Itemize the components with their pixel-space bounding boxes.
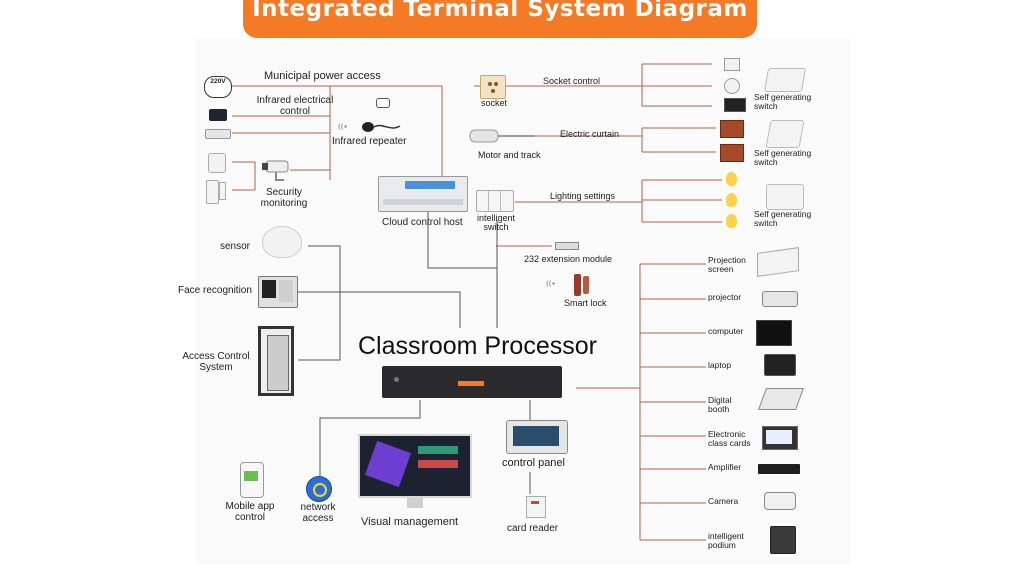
title-banner [243,0,757,38]
label-security-monitoring: Security monitoring [260,187,308,209]
label-infrared-repeater: Infrared repeater [332,136,407,147]
label-face-recognition: Face recognition [178,285,252,296]
self-generating-switch-2-icon [765,120,805,148]
self-generating-switch-3-icon [766,184,804,210]
amplifier-icon [758,464,800,474]
label-network-access: network access [300,502,336,524]
network-access-icon [306,476,332,502]
label-digital-booth: Digital booth [708,395,732,414]
label-computer: computer [708,326,744,336]
label-intelligent-switch: intelligent switch [476,213,516,233]
power-badge-text: 220V [210,78,226,85]
label-sensor: sensor [220,241,251,252]
svg-text:((•: ((• [338,123,348,131]
mobile-phone-icon [240,462,264,498]
label-control-panel: control panel [502,457,565,469]
monitor-stand-icon [407,498,423,508]
camera-icon [764,492,796,510]
label-lighting-settings: Lighting settings [550,191,616,201]
ir-repeater-icon: ((• [338,122,401,132]
self-generating-switch-1-icon [763,68,807,92]
label-self-generating-switch-2: Self generating switch [754,148,812,167]
label-laptop: laptop [708,360,732,370]
curtain-2-icon [720,144,744,162]
label-infrared-control: Infrared electrical control [256,95,334,117]
light-bulb-2-icon [726,193,737,207]
label-smart-lock: Smart lock [564,298,607,308]
label-visual-management: Visual management [361,516,459,528]
label-self-generating-switch-3: Self generating switch [754,209,812,228]
extension-module-icon [555,242,579,250]
light-bulb-1-icon [726,172,737,186]
label-amplifier: Amplifier [708,462,742,472]
door-sensor-icon [206,180,219,204]
label-municipal-power: Municipal power access [264,70,381,82]
svg-text:((•: ((• [546,280,556,288]
classroom-processor-device-icon [382,366,562,398]
tv-icon [724,98,746,112]
ir-device-icon [209,109,227,121]
label-electronic-class-cards: Electronic class cards [708,429,751,448]
label-intelligent-podium: intelligent podium [708,531,744,550]
label-projection-screen: Projection screen [708,255,746,274]
label-socket: socket [481,98,508,108]
ir-emitter-icon [376,98,390,108]
label-motor-track: Motor and track [478,150,541,160]
label-classroom-processor: Classroom Processor [358,332,597,360]
label-access-control: Access Control System [182,351,250,373]
socket-icon [480,75,506,99]
digital-booth-icon [757,388,805,410]
air-conditioner-icon [205,129,231,139]
computer-icon [756,320,792,346]
light-bulb-3-icon [726,214,737,228]
access-door-icon [258,326,294,396]
label-extension-module: 232 extension module [524,254,613,264]
smart-switch-icon [476,190,514,212]
smoke-detector-icon [724,78,740,94]
label-socket-control: Socket control [543,76,601,86]
laptop-icon [764,354,796,376]
label-electric-curtain: Electric curtain [560,129,620,139]
visual-management-monitor-icon [358,434,472,498]
sensor-icon [262,226,302,258]
door-sensor-magnet-icon [219,182,226,200]
label-self-generating-switch-1: Self generating switch [754,92,812,111]
label-camera: Camera [708,496,739,506]
diagram-title: Integrated Terminal System Diagram [252,0,748,22]
motion-sensor-icon [208,153,226,173]
cloud-host-device-icon [378,176,468,212]
label-mobile-app: Mobile app control [225,501,275,523]
power-plug-icon: 220V [204,76,232,98]
projector-icon [762,291,798,307]
smart-lock-icon: ((• [546,274,589,296]
electronic-class-card-icon [762,426,798,450]
control-panel-device-icon [506,420,568,454]
intelligent-podium-icon [770,526,796,554]
label-cloud-host: Cloud control host [382,217,463,228]
card-reader-icon [526,496,546,518]
label-card-reader: card reader [507,523,559,534]
label-projector: projector [708,292,742,302]
curtain-1-icon [720,120,744,138]
envelope-sensor-icon [724,58,740,71]
face-recognition-device-icon [258,276,298,308]
motor-track-icon [469,129,534,143]
security-camera-icon [262,160,289,181]
